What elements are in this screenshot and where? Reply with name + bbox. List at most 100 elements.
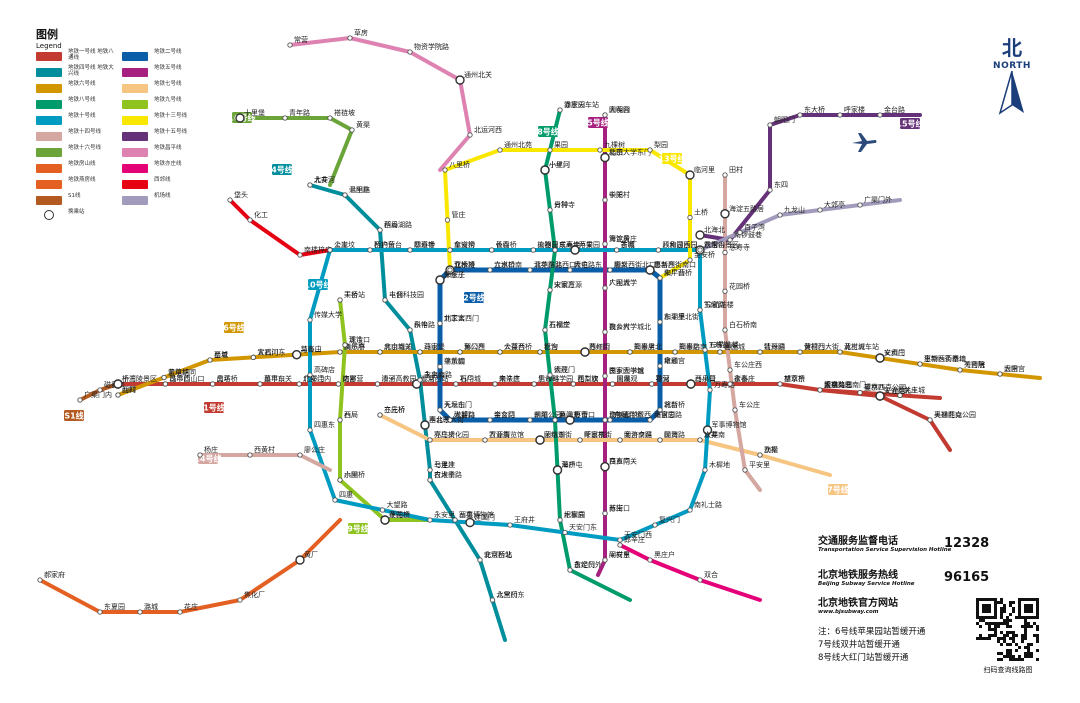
station[interactable]: 四惠 [332,490,353,503]
station[interactable]: 通州北苑 [497,140,532,153]
station[interactable]: 俸伯 [567,260,588,273]
station[interactable]: 荣昌东街 [577,430,612,443]
station[interactable]: 枣营 [565,410,588,425]
station[interactable]: 八里桥 [442,160,470,173]
station[interactable]: 果园 [547,141,568,153]
station[interactable]: 田村 [722,165,743,178]
station[interactable]: 慈寿寺 [722,243,750,256]
station[interactable]: 呼家楼 [837,105,865,118]
station[interactable]: 荣京东街 [535,430,572,445]
station[interactable]: 永定门外 [567,560,602,573]
station[interactable]: 望京东 [777,374,805,387]
station[interactable]: 东高地 [552,240,580,253]
station[interactable]: 亦庄火车站 [557,100,599,113]
station[interactable]: 临河里 [685,165,715,180]
station[interactable]: 奥林匹克公园 [927,410,976,423]
station[interactable]: 五福堂 [542,320,570,333]
station[interactable]: 丰台东大街 [420,415,464,430]
station[interactable]: 石门 [453,374,474,387]
station[interactable]: 东风北桥 [607,410,642,423]
station[interactable]: 良乡大学城北 [602,322,651,335]
station[interactable]: 木樨地 [702,460,730,473]
station[interactable]: 永安里 [427,510,455,523]
station[interactable]: 丰台南路 [417,370,452,383]
station[interactable]: 郭庄子 [435,270,465,285]
station[interactable]: 木樨园 [557,510,585,523]
station[interactable]: 稻田 [600,148,623,163]
station[interactable]: 善各庄 [645,260,675,275]
station[interactable]: 金安桥 [687,250,715,263]
station[interactable]: 梨园 [647,140,668,153]
station[interactable]: 次渠 [757,445,778,458]
station[interactable]: 六里桥东 [489,590,525,603]
station[interactable]: 广渠门外 [857,195,892,208]
station[interactable]: 万源街 [482,430,510,443]
station[interactable]: 上岸 [327,240,348,253]
station[interactable]: 广阳城 [602,278,630,291]
station[interactable]: 物资学院路 [407,42,449,55]
station[interactable]: 湾子 [374,374,396,387]
station[interactable]: 顺义 [607,261,628,273]
station[interactable]: 虎坊桥 [210,374,238,387]
station[interactable]: 郝家府 [37,570,65,583]
station[interactable]: 火箭万源 [547,280,582,293]
station[interactable]: 桥户营 [367,240,395,253]
station[interactable]: 阎村东 [602,550,630,563]
station[interactable]: 孙河 [649,374,670,387]
station[interactable]: 杨庄 [197,445,218,458]
station[interactable]: 大望路 [447,410,475,423]
station[interactable]: 达官营 [335,374,363,387]
station[interactable]: 瀛海 [552,410,573,423]
station[interactable]: 廖公庄 [297,445,325,458]
station[interactable]: 东大桥 [797,105,825,118]
station[interactable]: 土桥 [687,208,708,221]
station[interactable]: 清华东路西口 [527,260,576,273]
station[interactable]: 旧宫 [997,364,1018,377]
station[interactable]: 科怡路 [407,320,435,333]
station[interactable]: 军事博物馆 [452,510,494,523]
station[interactable]: 枣园 [717,342,738,355]
station[interactable]: 四道桥 [407,240,435,253]
station[interactable]: 七里庄 [427,460,455,473]
station[interactable]: 良乡南关 [600,457,637,472]
station[interactable]: 阜通 [657,356,678,369]
station[interactable]: 珠市口 [342,335,370,348]
station[interactable]: 黄村西大街 [797,342,839,355]
station[interactable]: 朝阳公园 [527,410,562,423]
station[interactable]: 郎辛庄 [617,535,645,548]
station[interactable]: 黄村火车站 [837,342,879,355]
station[interactable]: 大郊亭 [817,200,845,213]
station[interactable]: 大望路 [379,500,408,513]
station[interactable]: 大葆台 [497,342,525,355]
station[interactable]: 小红门 [540,160,570,175]
station[interactable]: 黄渠 [349,120,370,133]
station[interactable]: 东四 [767,180,788,193]
station[interactable]: 望京西 [857,383,885,396]
station[interactable]: 天桥 [337,290,358,303]
station[interactable]: 车公庄西 [727,360,762,373]
station[interactable]: 饶乐府 [337,342,365,355]
station[interactable]: 植物园 [530,240,558,253]
station[interactable]: T3航站楼 [702,340,739,353]
station[interactable]: 南锣鼓巷 [727,230,762,243]
station[interactable]: 清源路 [757,342,785,355]
station[interactable]: 万安 [570,240,593,255]
station[interactable]: 黑庄户 [647,550,675,563]
station[interactable]: 朝阳门 [767,115,795,128]
station[interactable]: 西黄村 [247,445,275,458]
station[interactable]: 管庄 [444,210,466,223]
station[interactable]: 金台路 [877,105,905,118]
station[interactable]: 巴沟 [697,240,718,253]
station[interactable]: 南法信 [492,374,520,387]
station[interactable]: 北沙滩 [447,260,475,273]
station[interactable]: 良乡大学城 [602,366,644,379]
station[interactable]: 菜市口 [257,374,285,387]
station[interactable]: 传媒大学 [307,310,342,323]
station[interactable]: 东夏园 [97,602,125,615]
station[interactable]: 燕山 [417,342,438,355]
station[interactable]: 阎村 [115,385,136,398]
station[interactable]: 九龙山 [777,205,805,218]
station[interactable]: 崔各庄 [727,374,755,387]
station[interactable]: 十里堡 [235,108,265,123]
station[interactable]: 大葆台 [602,105,630,118]
